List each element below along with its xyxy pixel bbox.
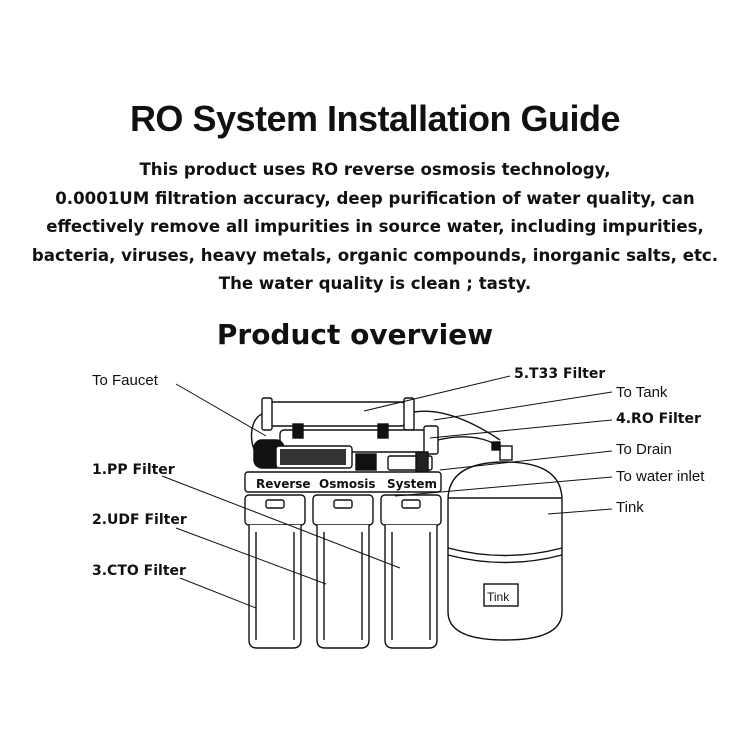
description-line: effectively remove all impurities in sou… <box>46 217 704 236</box>
pp-filter-canister <box>244 494 306 649</box>
label-to-water-inlet: To water inlet <box>616 468 705 485</box>
label-pp-filter: 1.PP Filter <box>92 462 175 478</box>
bracket-text-osmosis: Osmosis <box>319 477 376 491</box>
label-ro-filter: 4.RO Filter <box>616 411 701 427</box>
udf-filter-canister <box>312 494 374 649</box>
overview-title: Product overview <box>216 318 494 351</box>
label-to-faucet: To Faucet <box>92 372 158 389</box>
tank-label: Tink <box>487 590 510 604</box>
label-udf-filter: 2.UDF Filter <box>92 512 187 528</box>
bracket-text-reverse: Reverse <box>256 477 311 491</box>
description-line: This product uses RO reverse osmosis tec… <box>139 160 611 179</box>
page-title: RO System Installation Guide <box>129 98 621 139</box>
description-line: 0.0001UM filtration accuracy, deep purif… <box>55 188 695 208</box>
label-tink: Tink <box>616 499 644 516</box>
label-to-drain: To Drain <box>616 441 672 458</box>
bracket-text-system: System <box>387 477 437 491</box>
label-t33-filter: 5.T33 Filter <box>514 366 606 382</box>
description: This product uses RO reverse osmosis tec… <box>0 156 750 299</box>
storage-tank <box>447 441 563 641</box>
description-line: The water quality is clean ; tasty. <box>218 274 532 293</box>
mounting-bracket <box>244 471 442 493</box>
label-to-tank: To Tank <box>616 384 668 401</box>
label-cto-filter: 3.CTO Filter <box>92 563 186 579</box>
description-line: bacteria, viruses, heavy metals, organic… <box>31 245 719 265</box>
cto-filter-canister <box>380 494 442 649</box>
